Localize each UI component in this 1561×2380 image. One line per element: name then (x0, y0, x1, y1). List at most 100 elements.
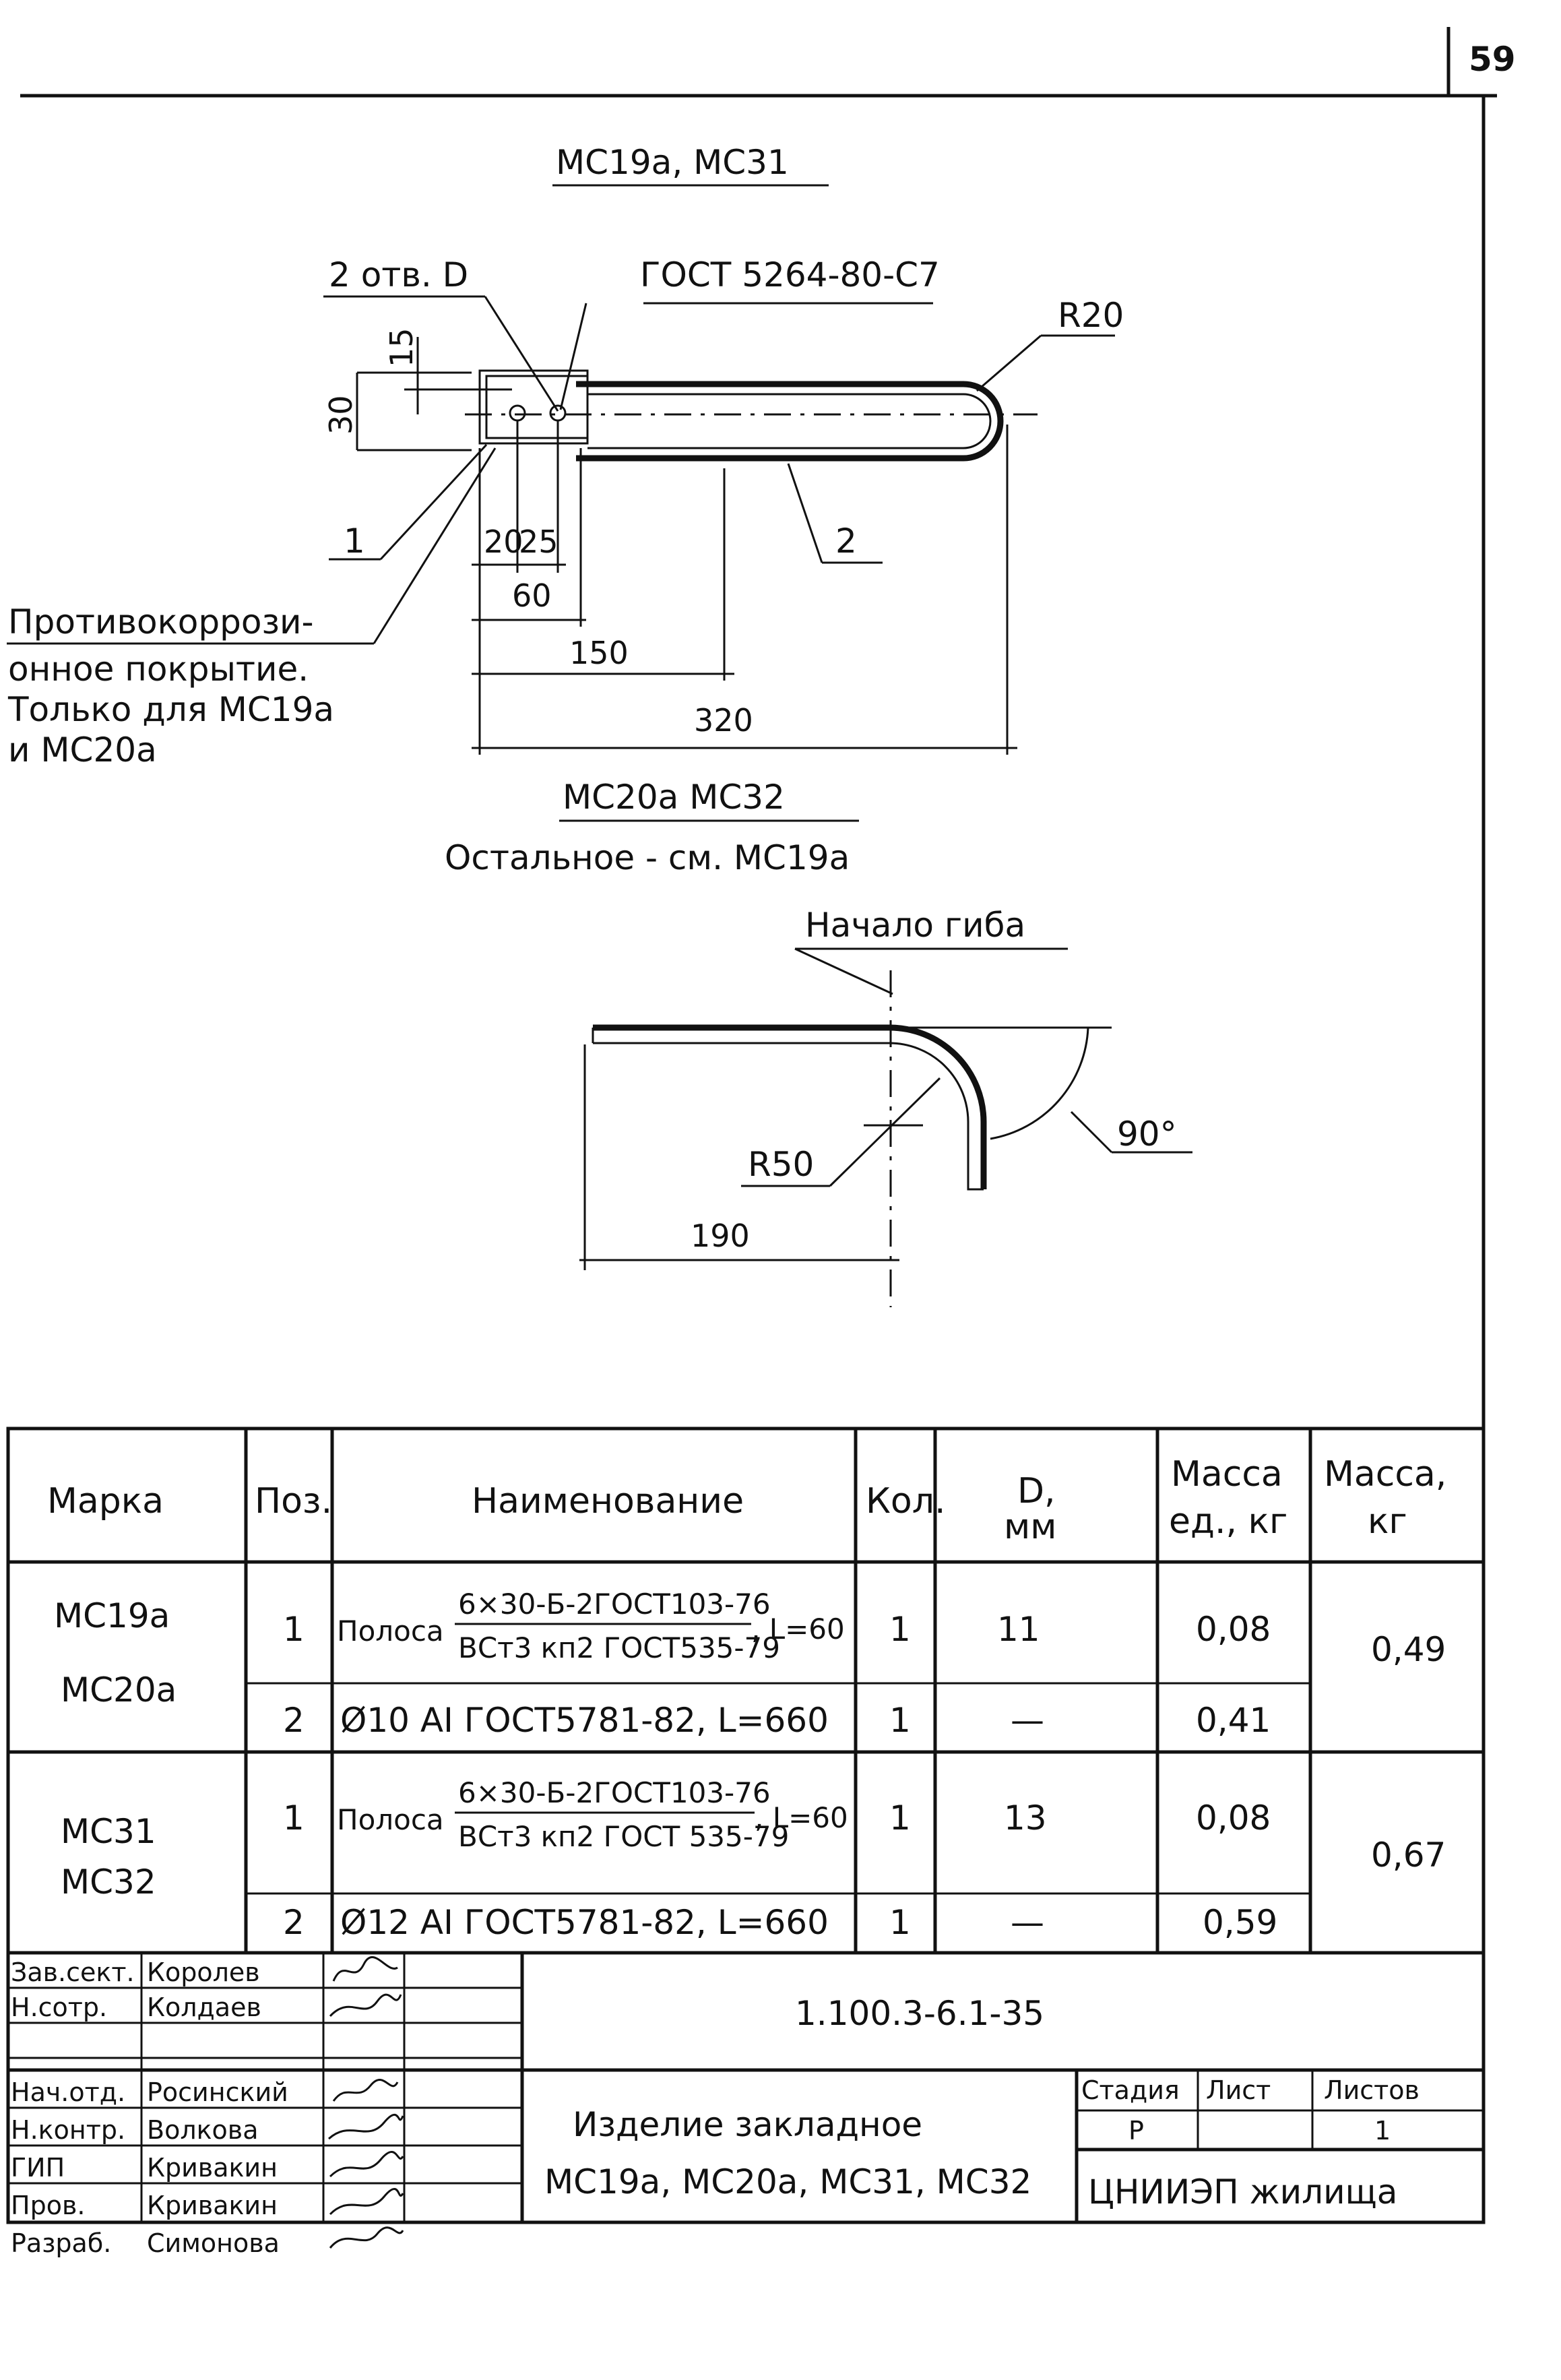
hole-2 (549, 404, 567, 422)
bend-start-label: Начало гиба (805, 906, 1025, 945)
group1-row2-qty: 1 (889, 1701, 911, 1740)
sheet-label: Лист (1206, 2075, 1271, 2105)
group1-mark-2: МС20а (61, 1670, 177, 1710)
group1-row1-name-suffix: , L=60 (751, 1612, 845, 1646)
group1-row1-name-prefix: Полоса (337, 1615, 444, 1648)
group2-row1-d: 13 (1004, 1798, 1047, 1838)
name-2: Колдаев (147, 1993, 261, 2022)
role-4: Нач.отд. (11, 2077, 125, 2107)
dim-60: 60 (512, 577, 552, 614)
radius-r50: R50 (748, 1145, 814, 1184)
role-8: Разраб. (11, 2228, 111, 2258)
group2-row1-unit-mass: 0,08 (1196, 1798, 1271, 1838)
name-6: Кривакин (147, 2153, 278, 2183)
header-diameter-unit: мм (1004, 1507, 1056, 1547)
group2-row1-name-bottom: ВСт3 кп2 ГОСТ 535-79 (458, 1820, 789, 1853)
dim-150: 150 (569, 635, 629, 671)
role-7: Пров. (11, 2191, 85, 2220)
top-view-title: МС19а, МС31 (556, 143, 789, 182)
specification-table: Марка Поз. Наименование Кол. D, мм Масса… (6, 1427, 1486, 1955)
signature-1 (332, 1956, 398, 1982)
item-title: Изделие закладное (573, 2105, 922, 2144)
header-mass: Масса, (1324, 1454, 1446, 1495)
sheets-value: 1 (1374, 2116, 1391, 2146)
group2-row2-name: Ø12 АI ГОСТ5781-82, L=660 (340, 1903, 829, 1942)
group1-row2-d: — (1011, 1701, 1044, 1740)
note-line-2: онное покрытие. (8, 650, 309, 689)
group1-row1-name-top: 6×30-Б-2ГОСТ103-76 (458, 1588, 771, 1621)
organization: ЦНИИЭП жилища (1088, 2172, 1397, 2212)
group2-row1-qty: 1 (889, 1798, 911, 1838)
dim-30: 30 (323, 395, 359, 435)
group2-row1-name-prefix: Полоса (337, 1803, 444, 1836)
header-unit-mass: Масса (1171, 1454, 1283, 1495)
group1-row1-unit-mass: 0,08 (1196, 1610, 1271, 1649)
group2-mark-2: МС32 (61, 1862, 156, 1902)
role-2: Н.сотр. (11, 1993, 107, 2022)
group2-row2-pos: 2 (283, 1903, 305, 1942)
bent-bar (593, 1024, 987, 1189)
dim-190: 190 (691, 1218, 750, 1254)
group1-mark-1: МС19а (54, 1596, 170, 1635)
header-unit-mass-unit: ед., кг (1169, 1501, 1287, 1542)
rebar-loop (576, 381, 1004, 462)
sheets-label: Листов (1324, 2075, 1420, 2105)
header-mass-unit: кг (1368, 1501, 1407, 1542)
note-line-1: Противокоррози- (8, 602, 314, 641)
role-1: Зав.сект. (11, 1958, 135, 1987)
radius-r20: R20 (1058, 296, 1124, 335)
group1-total-mass: 0,49 (1371, 1630, 1446, 1669)
name-4: Росинский (147, 2077, 288, 2107)
header-position: Поз. (255, 1481, 332, 1522)
name-7: Кривакин (147, 2191, 278, 2220)
header-diameter: D, (1017, 1471, 1056, 1511)
signature-6 (329, 2188, 404, 2216)
hole-1 (509, 404, 526, 422)
group1-row1-qty: 1 (889, 1610, 911, 1649)
group2-row2-qty: 1 (889, 1903, 911, 1942)
group1-row2-unit-mass: 0,41 (1196, 1701, 1271, 1740)
group2-row2-unit-mass: 0,59 (1203, 1903, 1277, 1942)
title-block: Зав.сект. Королев Н.сотр. Колдаев Нач.от… (6, 1951, 1486, 2258)
dim-20: 20 (484, 524, 523, 560)
stage-label: Стадия (1081, 2075, 1180, 2105)
group2-row1-name-top: 6×30-Б-2ГОСТ103-76 (458, 1776, 771, 1809)
angle-label: 90° (1117, 1115, 1177, 1154)
group2-total-mass: 0,67 (1371, 1836, 1446, 1875)
group2-row1-name-suffix: , L=60 (755, 1801, 848, 1834)
bend-view-title: МС20а МС32 (563, 778, 785, 817)
note-line-3: Только для МС19а (7, 690, 334, 729)
dim-25: 25 (519, 524, 559, 560)
group2-row1-pos: 1 (283, 1798, 305, 1838)
position-2-callout: 2 (835, 522, 857, 561)
signature-7 (329, 2226, 404, 2249)
name-8: Симонова (147, 2228, 280, 2258)
item-marks: МС19а, МС20а, МС31, МС32 (544, 2162, 1031, 2201)
dim-320: 320 (694, 702, 753, 739)
group1-row1-name-bottom: ВСт3 кп2 ГОСТ535-79 (458, 1631, 780, 1664)
plate-outline (478, 369, 589, 445)
angle-arc (990, 1027, 1089, 1140)
signature-5 (329, 2151, 404, 2178)
group1-row1-pos: 1 (283, 1610, 305, 1649)
document-code: 1.100.3-6.1-35 (795, 1994, 1044, 2033)
holes-label: 2 отв. D (329, 255, 468, 294)
dim-15: 15 (383, 327, 420, 367)
signature-4 (327, 2113, 404, 2140)
name-5: Волкова (147, 2115, 259, 2145)
header-quantity: Кол. (866, 1481, 946, 1522)
bend-view-subtitle: Остальное - см. МС19а (445, 838, 850, 877)
signature-2 (329, 1993, 402, 2017)
sheet-frame (20, 27, 1497, 1954)
page-number: 59 (1469, 40, 1516, 79)
stage-value: Р (1128, 2116, 1144, 2146)
bend-view: МС20а МС32 Остальное - см. МС19а Начало … (445, 778, 1192, 1307)
position-1-callout: 1 (344, 522, 365, 561)
role-5: Н.контр. (11, 2115, 125, 2145)
gost-weld-label: ГОСТ 5264-80-С7 (640, 255, 940, 294)
top-view: МС19а, МС31 ГОСТ 5264-80-С7 2 отв. D R20… (7, 143, 1124, 770)
note-line-4: и МС20а (8, 730, 157, 770)
header-mark: Марка (47, 1481, 164, 1522)
